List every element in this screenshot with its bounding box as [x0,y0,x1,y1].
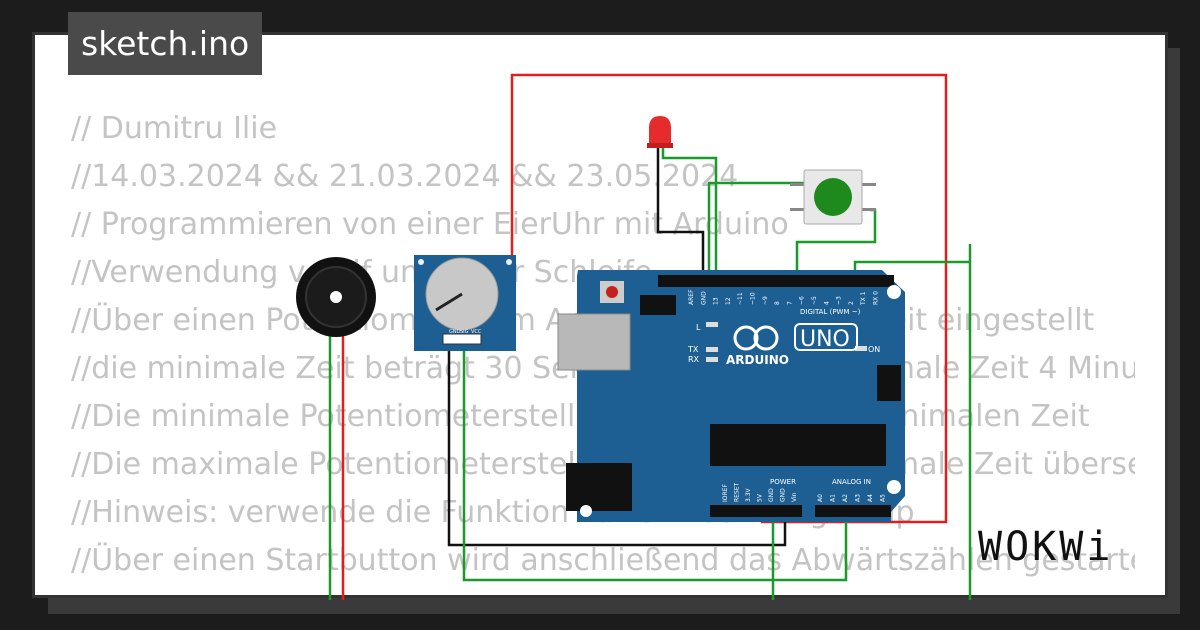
pin-label: 7 [786,301,793,305]
pin-label: A0 [817,494,824,502]
board-brand: ARDUINO [726,353,789,367]
pin-label: 8 [774,301,781,305]
pin-label: A5 [880,494,887,502]
buzzer[interactable] [296,257,376,337]
pin-label: AREF [688,289,695,305]
pin-label: RESET [734,482,741,502]
pin-label: GND [780,488,787,502]
board-model: UNO [800,327,850,352]
digital-header: DIGITAL (PWM ~) [800,308,861,316]
code-line: //Hinweis: verwende die Funktion zur Mes… [71,585,1135,595]
pin-label: 3.3V [745,487,752,502]
power-header: POWER [770,478,796,486]
pin-label: A2 [842,494,849,502]
pin-label: GND [700,291,707,305]
arduino-board[interactable]: UNO ARDUINO DIGITAL (PWM ~) L TX RX ON P… [557,270,905,522]
led-red[interactable] [647,116,673,148]
led-label-on: ON [868,345,880,354]
pin-label: 13 [713,297,720,305]
green-wire-button-a[interactable] [707,181,806,282]
digital-pin-labels: AREF GND 13 12 ~11 ~10 ~9 8 7 ~6 ~5 4 ~3 2 TX 1 RX 0 [688,289,880,306]
pin-label: 2 [848,301,855,305]
code-line: // Dumitru Ilie [71,111,278,146]
black-wire-gnd[interactable] [447,340,787,547]
led-label-tx: TX [687,345,699,354]
push-button[interactable] [790,169,876,225]
pin-label: ~11 [737,292,744,305]
wokwi-logo: WOKWi [978,524,1114,570]
pin-label: ~10 [750,292,757,305]
analog-pin-labels: A0 A1 A2 A3 A4 A5 [817,494,887,502]
pin-label: A3 [855,494,862,502]
potentiometer[interactable]: GND SIG VCC [414,255,516,351]
code-line: //14.03.2024 && 21.03.2024 && 23.05.2024 [71,159,739,194]
green-wire-led[interactable] [661,148,718,282]
pin-label: 4 [823,301,830,305]
pot-pin-gnd: GND [449,329,461,335]
pin-label: 5V [757,493,764,502]
pin-label: IOREF [722,484,729,502]
pin-label: ~3 [836,296,843,305]
pin-label: Vin [791,492,798,502]
pin-label: A1 [830,494,837,502]
pin-label: GND [768,488,775,502]
power-pin-labels: IOREF RESET 3.3V 5V GND GND Vin [722,482,798,502]
pot-pin-sig: SIG [460,329,469,335]
pin-label: A4 [867,494,874,502]
pin-label: TX 1 [860,291,867,306]
pin-label: RX 0 [873,291,880,305]
code-listing: // Dumitru Ilie //14.03.2024 && 21.03.20… [71,105,1135,595]
green-wire-pot-signal[interactable] [462,340,848,582]
pin-label: ~9 [762,296,769,305]
led-label-rx: RX [688,355,700,364]
pin-label: 12 [725,297,732,305]
code-line: // Programmieren von einer EierUhr mit A… [71,207,789,242]
analog-header: ANALOG IN [832,478,871,486]
pin-label: ~5 [811,296,818,305]
pot-pin-vcc: VCC [471,329,482,335]
code-line: //Über einen Startbutton wird anschließe… [71,543,1135,578]
black-wire-led[interactable] [656,148,705,282]
led-label-l: L [696,323,701,332]
filename-tab[interactable]: sketch.ino [68,12,263,75]
pin-label: ~6 [799,296,806,305]
